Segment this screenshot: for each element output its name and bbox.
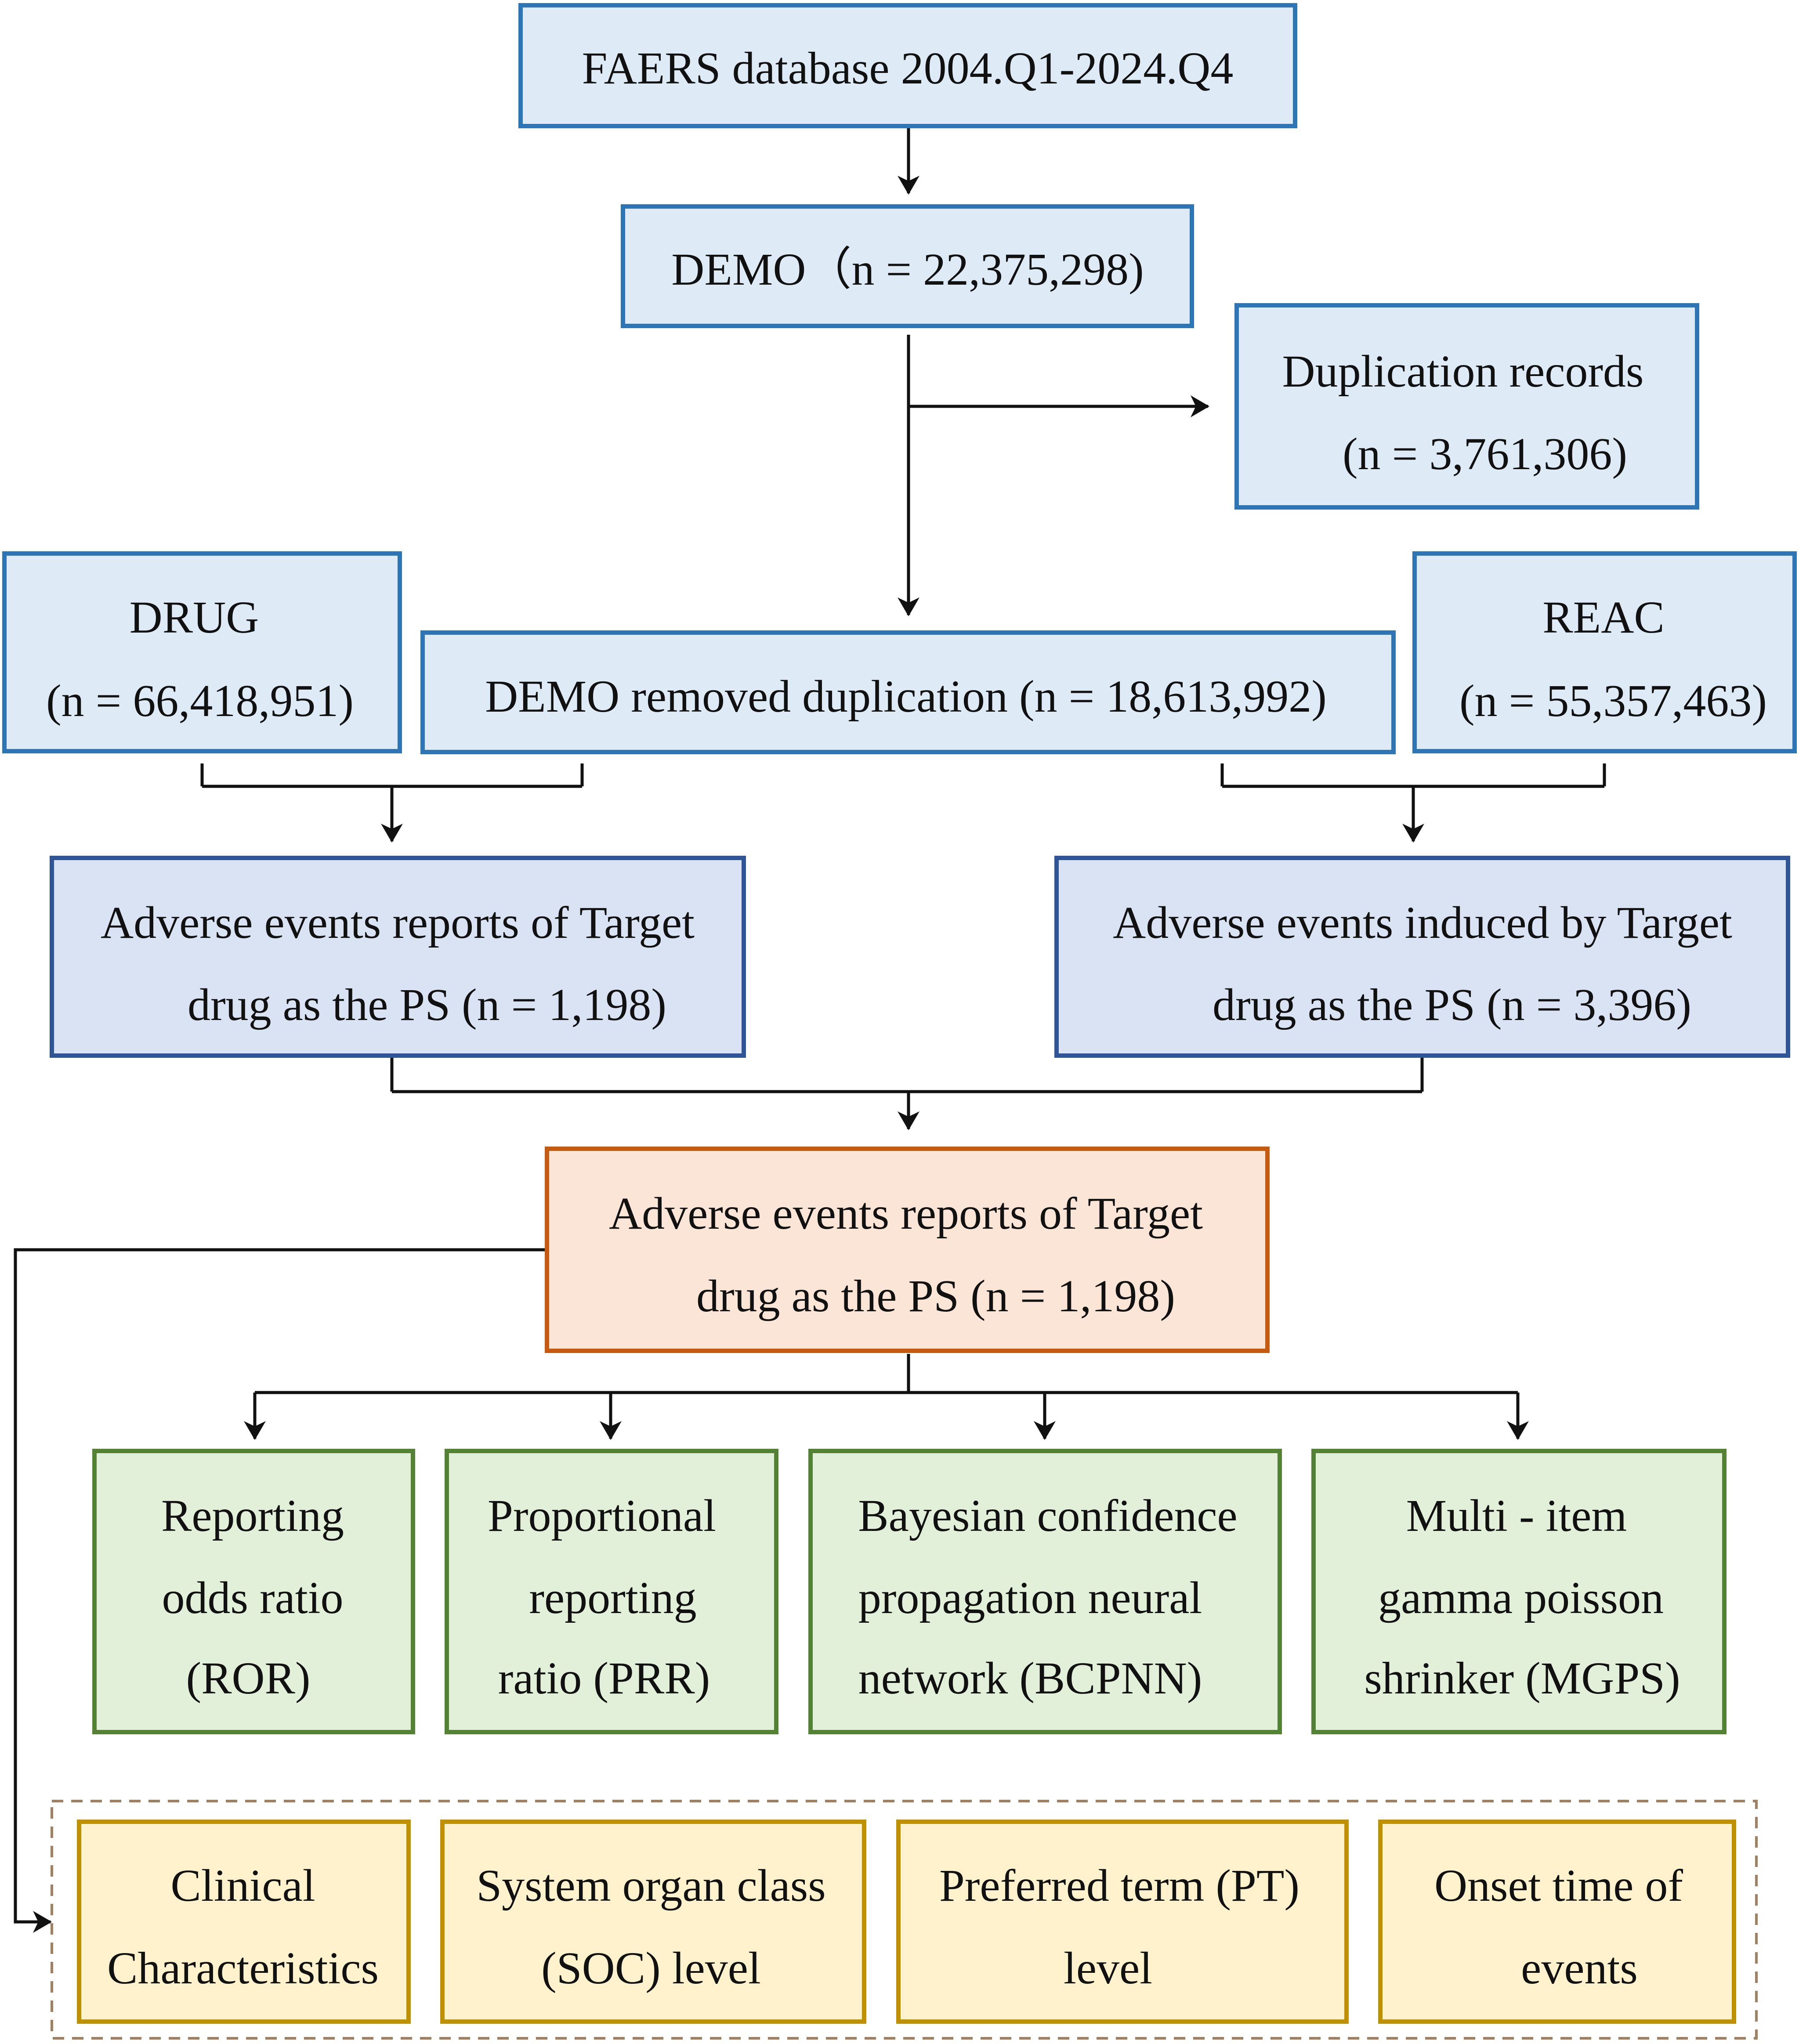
drug-label-line-1: DRUG	[130, 592, 259, 643]
prr-label-line-2: reporting	[529, 1573, 696, 1623]
ae-induced-label-line-1: Adverse events induced by Target	[1113, 897, 1732, 948]
duplication-box	[1234, 303, 1699, 510]
connectors	[14, 127, 1606, 1924]
ae-reports-label-line-2: drug as the PS (n = 1,198)	[188, 980, 666, 1030]
arrowhead-demo-removed	[898, 597, 919, 616]
bcpnn-label-line-3: network (BCPNN)	[858, 1653, 1202, 1704]
arrowhead-analysis-group	[33, 1911, 52, 1933]
duplication-label-line-1: Duplication records	[1282, 346, 1643, 397]
clinical-label-line-2: Characteristics	[107, 1943, 379, 1993]
faers-label-line-1: FAERS database 2004.Q1-2024.Q4	[582, 43, 1234, 94]
mgps-label-line-2: gamma poisson	[1378, 1573, 1664, 1623]
reac-label-line-2: (n = 55,357,463)	[1459, 676, 1767, 726]
ror-label-line-3: (ROR)	[186, 1653, 310, 1704]
ae-final-box	[545, 1147, 1270, 1353]
arrowhead-ae-induced	[1402, 824, 1424, 843]
box-texts: FAERS database 2004.Q1-2024.Q4 DEMO（n = …	[46, 43, 1767, 1993]
ror-box	[92, 1449, 415, 1734]
arrowhead-mgps	[1507, 1421, 1529, 1440]
demo-label-line-1: DEMO（n = 22,375,298)	[671, 244, 1144, 295]
pt-box	[896, 1820, 1349, 2024]
drug-box	[2, 551, 402, 753]
ror-label-line-2: odds ratio	[162, 1573, 343, 1623]
drug-label-line-2: (n = 66,418,951)	[46, 676, 354, 726]
arrowhead-prr	[600, 1421, 622, 1440]
reac-label-line-1: REAC	[1542, 592, 1664, 643]
arrowhead-ae-final	[898, 1111, 919, 1130]
clinical-box	[77, 1820, 411, 2024]
pt-label-line-2: level	[1064, 1943, 1152, 1993]
ae-final-label-line-1: Adverse events reports of Target	[609, 1188, 1203, 1239]
onset-box	[1378, 1820, 1736, 2024]
arrowheads	[33, 176, 1529, 1933]
ae-induced-box	[1054, 856, 1790, 1058]
arrowhead-bcpnn	[1034, 1421, 1056, 1440]
clinical-label-line-1: Clinical	[170, 1860, 315, 1911]
demo-removed-label-line-1: DEMO removed duplication (n = 18,613,992…	[485, 671, 1327, 722]
arrow-to-analysis-group	[14, 1248, 547, 1924]
faers-box	[518, 3, 1297, 128]
mgps-label-line-3: shrinker (MGPS)	[1364, 1653, 1680, 1704]
arrowhead-ror	[244, 1421, 266, 1440]
ae-reports-label-line-1: Adverse events reports of Target	[101, 897, 695, 948]
box-rects	[2, 3, 1797, 2024]
duplication-label-line-2: (n = 3,761,306)	[1343, 429, 1627, 479]
ae-reports-box	[50, 856, 746, 1058]
ror-label-line-1: Reporting	[161, 1490, 344, 1541]
prr-box	[445, 1449, 778, 1734]
soc-label-line-2: (SOC) level	[541, 1943, 761, 1993]
onset-label-line-2: events	[1521, 1943, 1638, 1993]
arrowhead-ae-reports	[381, 824, 403, 843]
soc-box	[440, 1820, 866, 2024]
bcpnn-box	[808, 1449, 1282, 1734]
bcpnn-label-line-1: Bayesian confidence	[858, 1490, 1237, 1541]
onset-label-line-1: Onset time of	[1434, 1860, 1683, 1911]
pt-label-line-1: Preferred term (PT)	[939, 1860, 1299, 1911]
prr-label-line-1: Proportional	[488, 1490, 716, 1541]
arrowhead-demo	[898, 176, 919, 195]
prr-label-line-3: ratio (PRR)	[498, 1653, 710, 1704]
arrowhead-duplication	[1191, 395, 1209, 417]
demo-removed-box	[420, 630, 1396, 754]
ae-final-label-line-2: drug as the PS (n = 1,198)	[696, 1271, 1175, 1321]
ae-induced-label-line-2: drug as the PS (n = 3,396)	[1213, 980, 1691, 1030]
demo-box	[621, 204, 1194, 328]
soc-label-line-1: System organ class	[476, 1860, 825, 1911]
mgps-box	[1311, 1449, 1727, 1734]
analysis-group-container	[51, 1800, 1758, 2040]
reac-box	[1412, 551, 1797, 753]
mgps-label-line-1: Multi - item	[1406, 1490, 1627, 1541]
bcpnn-label-line-2: propagation neural	[858, 1573, 1202, 1623]
